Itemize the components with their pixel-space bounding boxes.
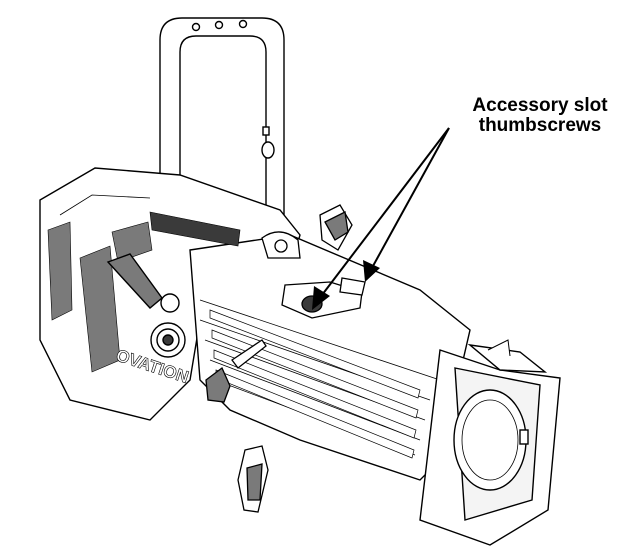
yoke-pivot-knob (106, 253, 186, 358)
barrel-fins (209, 309, 421, 459)
callout-line-2: thumbscrews (478, 115, 602, 136)
shutter-handle-bottom (237, 445, 269, 513)
rear-cooling-fins (47, 211, 241, 373)
callout-line-1: Accessory slot (472, 95, 608, 116)
shutter-handle-side (205, 339, 267, 403)
callout-label: Accessory slot thumbscrews (440, 96, 639, 136)
front-lens-assembly (419, 339, 561, 546)
shutter-handle-top (261, 204, 353, 259)
callout-arrows (312, 127, 450, 310)
